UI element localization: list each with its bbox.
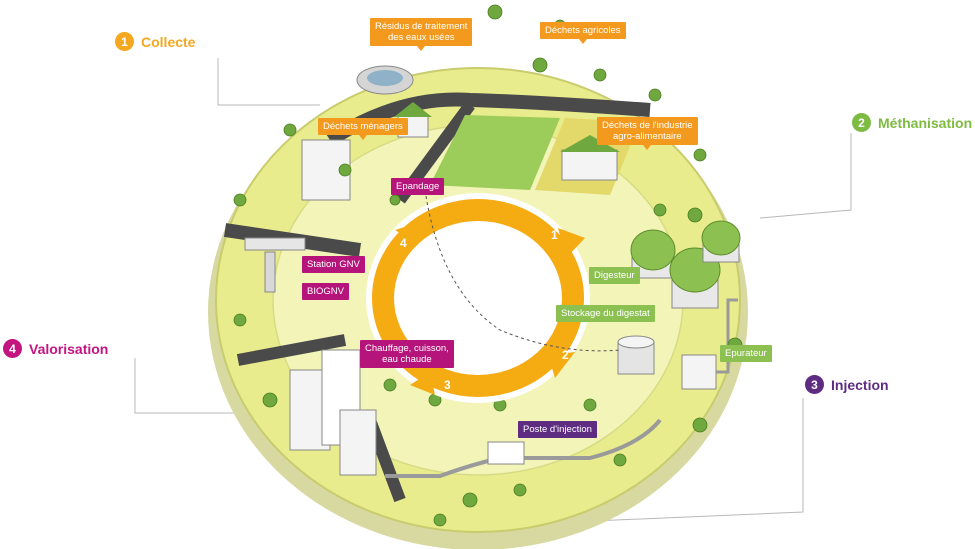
stage-valorisation-label: Valorisation [29,340,109,357]
water-treatment-tank-inner [367,70,403,86]
cycle-arrow-2 [548,352,575,378]
tag-dechets-industrie: Déchets de l'industrie agro-alimentaire [597,117,698,150]
road-top [326,92,651,146]
tag-station-gnv: Station GNV [302,256,365,273]
tag-epurateur: Epurateur [720,345,772,362]
cycle-step-1: 1 [551,228,558,242]
stage-valorisation-badge: 4 [3,339,22,358]
field-green [430,115,560,190]
tag-dechets-agricoles: Déchets agricoles [540,22,626,44]
stage-injection: 3 Injection [805,375,889,394]
cycle-arrow-1 [558,228,585,258]
digester-dome-1 [630,229,676,271]
digestate-dashed-path [424,189,621,352]
valorisation-connector [134,358,255,414]
stage-valorisation: 4 Valorisation [3,339,108,358]
agro-industry-building [561,149,618,181]
road-left-2 [236,334,347,366]
cycle-arrow-4 [395,222,420,245]
gnv-station-pump [264,251,276,293]
tag-poste-injection: Poste d'injection [518,421,597,438]
agro-industry-roof [560,135,620,152]
house-menagers-roof [394,102,432,117]
methanisation-connector [759,133,852,219]
stage-collecte: 1 Collecte [115,32,195,51]
tag-dechets-menagers: Déchets ménagers [318,118,408,140]
tag-epandage: Epandage [391,178,445,195]
stage-collecte-badge: 1 [115,32,134,51]
injection-connector [569,398,804,523]
purifier-unit [681,354,717,390]
stage-methanisation-label: Méthanisation [878,114,973,131]
stage-injection-label: Injection [831,376,889,393]
cycle-step-2: 2 [562,348,569,362]
collecte-connector [217,58,320,106]
tag-biognv: BIOGNV [302,283,349,300]
stage-methanisation-badge: 2 [852,113,871,132]
purifier-pipe [716,298,738,374]
tag-chauffage: Chauffage, cuisson, eau chaude [360,340,454,368]
cycle-arrow-3 [410,372,435,395]
gas-pipeline [385,418,662,478]
digestate-tank-top [617,335,655,349]
stage-injection-badge: 3 [805,375,824,394]
tag-digesteur: Digesteur [589,267,640,284]
gnv-station-canopy [244,237,306,251]
tag-residus-eaux-usees: Résidus de traitement des eaux usées [370,18,473,51]
cycle-step-4: 4 [400,236,407,250]
cycle-ring [372,199,584,397]
injection-station [487,441,525,465]
digester-dome-3 [701,220,741,256]
tag-stockage-digestat: Stockage du digestat [556,305,655,322]
cycle-step-3: 3 [444,378,451,392]
stage-collecte-label: Collecte [141,33,196,50]
stage-methanisation: 2 Méthanisation [852,113,972,132]
tower-building-3 [339,409,377,476]
